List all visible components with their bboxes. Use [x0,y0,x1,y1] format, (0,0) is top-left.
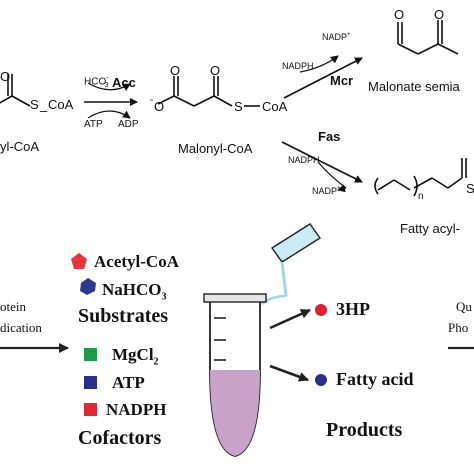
malonyl-coa-structure [157,76,260,107]
malonyl-o-top1: O [170,63,181,78]
acetyl-coa-structure [0,74,31,107]
fas-enzyme-label: Fas [318,129,341,144]
right-label-line2: Pho [448,320,469,335]
coa-dash-1: – [40,103,48,118]
nadph-top-label: NADPH [282,61,314,71]
atp-label: ATP [84,119,103,130]
fatty-acyl-label: Fatty acyl- [400,221,460,236]
products-heading: Products [326,419,403,441]
malonate-semialdehyde-structure [397,20,459,55]
aldehyde-o-label: O [394,7,405,22]
cofactor-atp: ATP [112,373,145,392]
mcr-reaction-arrow [283,55,363,99]
malonate-label: Malonate semia [368,79,460,94]
hexagon-icon [80,278,96,295]
thioester-s-label-2: S [234,99,243,114]
circle-icon-red [315,304,327,316]
acetyl-coa-label: yl-CoA [0,139,40,154]
thioester-s-label-1: S [30,97,39,112]
product-3hp: 3HP [336,299,370,319]
coa-label-2: CoA [262,99,288,114]
adp-label: ADP [118,119,139,130]
fatty-s-label: S [466,181,474,196]
pipette-icon [261,223,322,305]
acc-enzyme-label: Acc [112,75,136,90]
cofactor-nadph: NADPH [106,400,167,419]
carbonyl-o-label: O [434,7,445,22]
arrow-to-3hp [269,308,311,330]
square-icon-red [84,403,97,416]
right-label-line1: Qu [456,299,472,314]
pentagon-icon [71,253,87,269]
malonyl-coa-label: Malonyl-CoA [178,141,253,156]
square-icon-green [84,348,97,361]
cofactor-mgcl2: MgCl2 [112,345,159,368]
protein-label-line1: otein [0,299,26,314]
cofactors-heading: Cofactors [78,427,162,449]
nadp-fas-label: NADP+ [312,186,341,196]
coa-label-1: CoA [48,97,74,112]
circle-icon-navy [315,374,327,386]
arrow-to-fatty [269,364,309,382]
protein-label-line2: dication [0,320,42,335]
product-fatty-acid: Fatty acid [336,369,414,389]
malonyl-o-left: O [154,99,165,114]
fatty-acyl-structure [374,158,467,197]
acc-reaction-arrow [84,82,138,119]
fatty-n-subscript: n [418,191,424,202]
substrates-heading: Substrates [78,305,169,327]
fas-reaction-arrow [281,141,363,193]
acetyl-oxygen-label: O [0,69,11,84]
nadp-top-label: NADP+ [322,32,351,42]
tube-icon [203,293,267,457]
substrate-acetyl-coa: Acetyl-CoA [94,252,179,271]
malonyl-charge: - [150,95,154,106]
hco3-label: HCO-3 [84,75,109,90]
nadph-fas-label: NADPH [288,155,320,165]
malonyl-o-top2: O [210,63,221,78]
substrate-nahco3: NaHCO3 [102,280,167,303]
mcr-enzyme-label: Mcr [330,73,354,88]
square-icon-navy [84,376,97,389]
